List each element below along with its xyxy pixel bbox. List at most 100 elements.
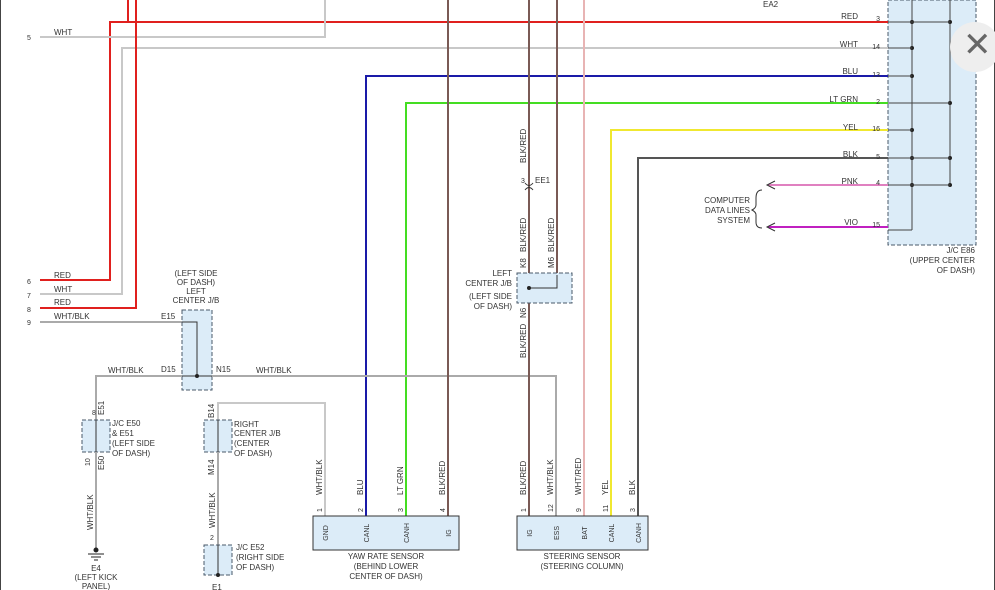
- yaw-line3: CENTER OF DASH): [349, 572, 423, 581]
- yaw-pin-canh: CANH: [404, 523, 411, 543]
- steer-pin-1: 1: [521, 508, 528, 512]
- connector-n15: N15: [216, 365, 231, 374]
- steer-pin-bat: BAT: [582, 526, 589, 540]
- pin-9: 9: [27, 320, 31, 327]
- connector-m6: M6: [547, 256, 556, 268]
- connector-e15: E15: [161, 312, 176, 321]
- yaw-line1: YAW RATE SENSOR: [348, 552, 425, 561]
- wire-lt-grn-2: [405, 102, 888, 516]
- pin-15: 15: [872, 222, 880, 229]
- wire-label-wht-blk-d15: WHT/BLK: [108, 366, 144, 375]
- connector-e4: E4: [91, 564, 101, 573]
- jc-e50-line2: & E51: [112, 429, 134, 438]
- pin-2-e52: 2: [210, 535, 214, 542]
- wire-label-vio-15: VIO: [844, 218, 858, 227]
- left-jb-dot: [195, 374, 199, 378]
- jc-e52-line1: J/C E52: [236, 543, 265, 552]
- brace-computer-data: [750, 189, 763, 229]
- computer-data-line2: DATA LINES: [705, 206, 750, 215]
- yaw-line2: (BEHIND LOWER: [354, 562, 419, 571]
- left-jb-2-line3: (LEFT SIDE: [469, 292, 512, 301]
- pin-13: 13: [872, 72, 880, 79]
- yaw-pin-1: 1: [317, 508, 324, 512]
- steer-pin-ess: ESS: [554, 526, 561, 540]
- wire-label-red-8: RED: [54, 298, 71, 307]
- steer-pin-12: 12: [548, 504, 555, 512]
- connector-e51: E51: [97, 400, 106, 415]
- wire-label-yaw-blk-red: BLK/RED: [438, 461, 447, 495]
- pin-16: 16: [872, 126, 880, 133]
- wire-blk-5: [637, 157, 888, 516]
- wire-label-yaw-lt-grn: LT GRN: [396, 466, 405, 495]
- pin-7: 7: [27, 293, 31, 300]
- ground-e4-icon: [88, 547, 104, 561]
- wire-label-red-3: RED: [841, 12, 858, 21]
- connector-d15: D15: [161, 365, 176, 374]
- pin-8-e51: 8: [92, 410, 96, 417]
- wire-label-yaw-blu: BLU: [356, 479, 365, 495]
- steering-line2: (STEERING COLUMN): [540, 562, 623, 571]
- arrow-pnk: [765, 180, 776, 190]
- wire-label-wht-14: WHT: [840, 40, 858, 49]
- jc-e50-line4: OF DASH): [112, 449, 151, 458]
- left-jb-line2: OF DASH): [177, 278, 216, 287]
- wire-label-wht-blk-e4: WHT/BLK: [86, 494, 95, 530]
- ground-e4-line2: PANEL): [82, 582, 111, 590]
- pin-8: 8: [27, 307, 31, 314]
- wire-label-steer-yel: YEL: [601, 479, 610, 495]
- wire-label-blk-red-k8: BLK/RED: [519, 218, 528, 252]
- computer-data-line1: COMPUTER: [704, 196, 750, 205]
- yaw-pin-3: 3: [398, 508, 405, 512]
- wire-label-wht-blk-n15: WHT/BLK: [256, 366, 292, 375]
- yaw-pin-canl: CANL: [364, 524, 371, 543]
- steer-pin-canl: CANL: [609, 524, 616, 543]
- left-jb-2-line2: CENTER J/B: [465, 279, 512, 288]
- steering-line1: STEERING SENSOR: [544, 552, 621, 561]
- wire-label-blk-5: BLK: [843, 150, 859, 159]
- jc-e86-pin-stubs: [888, 21, 950, 231]
- pin-6: 6: [27, 279, 31, 286]
- left-jb-2-line1: LEFT: [492, 269, 512, 278]
- wire-label-steer-blk-red: BLK/RED: [519, 461, 528, 495]
- pin-2: 2: [876, 99, 880, 106]
- yaw-pin-gnd: GND: [323, 525, 330, 541]
- left-jb-internal: [182, 321, 198, 376]
- wire-label-pnk-4: PNK: [842, 177, 859, 186]
- close-icon: ✕: [963, 25, 992, 65]
- wire-wht-blk-d15: [95, 375, 182, 420]
- wire-label-steer-wht-red: WHT/RED: [574, 457, 583, 495]
- wire-wht-blk-n15: [212, 375, 557, 516]
- wire-label-blu-13: BLU: [842, 67, 858, 76]
- yaw-pin-2: 2: [358, 508, 365, 512]
- connector-k8: K8: [519, 258, 528, 268]
- steer-pin-canh: CANH: [636, 523, 643, 543]
- steer-pin-3: 3: [630, 508, 637, 512]
- pin-3: 3: [876, 16, 880, 23]
- jc-e50-line1: J/C E50: [112, 419, 141, 428]
- right-jb-line2: CENTER J/B: [234, 429, 281, 438]
- wire-label-yel-16: YEL: [843, 123, 859, 132]
- wire-label-blk-red-m6: BLK/RED: [547, 218, 556, 252]
- wire-label-red-6: RED: [54, 271, 71, 280]
- close-button[interactable]: ✕: [950, 22, 995, 72]
- left-jb-line1: (LEFT SIDE: [175, 269, 218, 278]
- connector-e50: E50: [97, 455, 106, 470]
- left-jb-line4: CENTER J/B: [173, 296, 220, 305]
- wire-red-8: [40, 0, 137, 309]
- steer-pin-ig: IG: [527, 529, 534, 536]
- wire-label-wht-5: WHT: [54, 28, 72, 37]
- connector-m14: M14: [207, 459, 216, 475]
- jc-e50-line3: (LEFT SIDE: [112, 439, 155, 448]
- jc-e52-ground-dot: [216, 573, 220, 577]
- connector-e1: E1: [212, 583, 222, 590]
- steer-pin-11: 11: [603, 505, 610, 512]
- jc-e86-line1: (UPPER CENTER: [910, 256, 976, 265]
- left-jb-line3: LEFT: [186, 287, 206, 296]
- ground-e4-line1: (LEFT KICK: [75, 573, 119, 582]
- jc-e86-title: J/C E86: [947, 246, 976, 255]
- right-jb-line3: (CENTER: [234, 439, 270, 448]
- wire-label-yaw-wht-blk: WHT/BLK: [315, 459, 324, 495]
- jc-e52-line3: OF DASH): [236, 563, 275, 572]
- pin-5: 5: [876, 154, 880, 161]
